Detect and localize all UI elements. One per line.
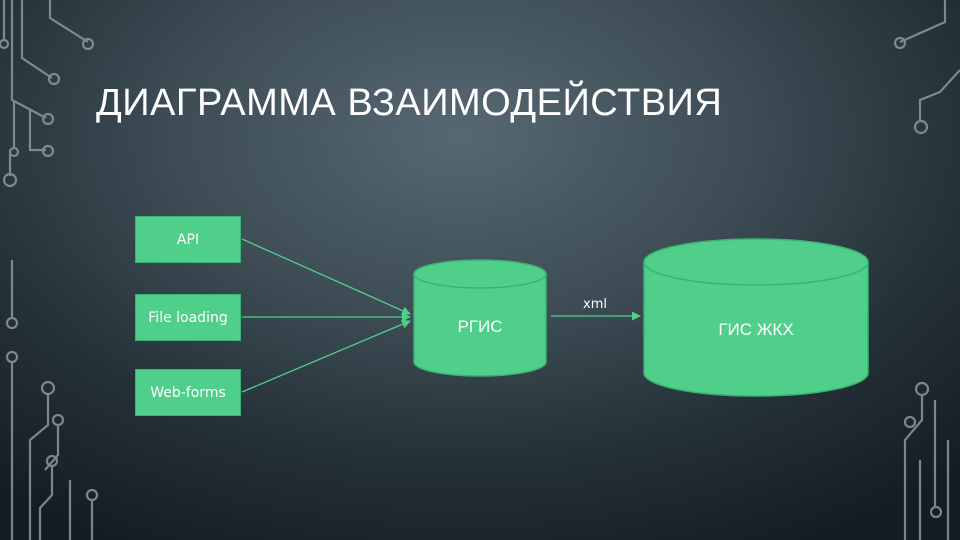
rgis-label: РГИС <box>440 317 520 337</box>
source-api-box: API <box>135 216 241 263</box>
edge-api-to-rgis <box>242 239 410 314</box>
source-web-forms-label: Web-forms <box>150 385 226 401</box>
gis-zhkh-label: ГИС ЖКХ <box>696 320 816 340</box>
source-web-forms-box: Web-forms <box>135 369 241 416</box>
source-file-loading-box: File loading <box>135 294 241 341</box>
edge-web-to-rgis <box>242 321 410 392</box>
source-api-label: API <box>177 232 199 248</box>
gis-zhkh-cylinder <box>644 239 868 396</box>
source-file-loading-label: File loading <box>148 310 227 326</box>
edge-xml-label: xml <box>583 297 607 312</box>
